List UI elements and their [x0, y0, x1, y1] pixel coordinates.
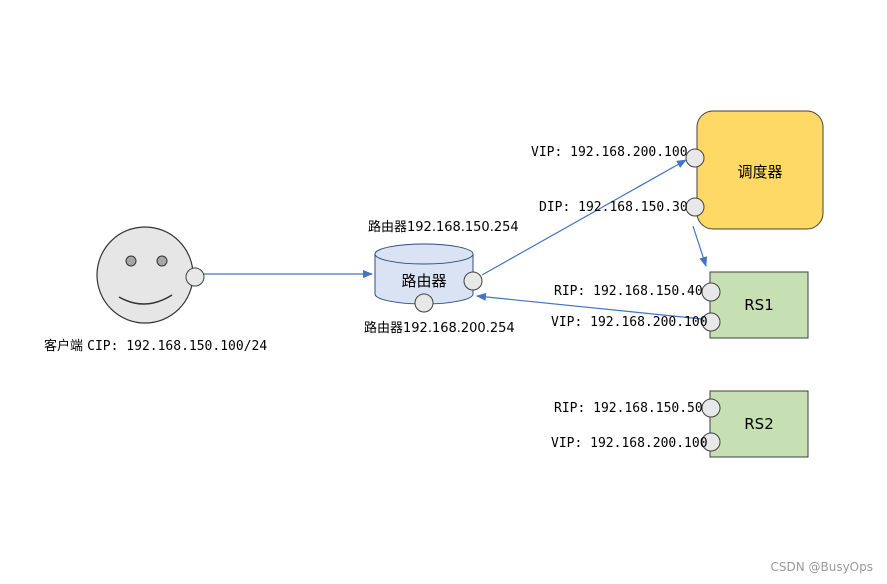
client-smiley-icon — [96, 226, 194, 324]
rs2-box — [709, 390, 809, 458]
router-bottom-port — [414, 293, 434, 313]
scheduler-vip-label: VIP: 192.168.200.100 — [531, 145, 688, 160]
arrow-rs1-to-router — [476, 292, 703, 320]
router-bottom-label: 路由器192.168.200.254 — [364, 321, 515, 336]
scheduler-vip-port — [685, 148, 705, 168]
router-cylinder — [374, 243, 474, 305]
rs2-vip-port — [701, 432, 721, 452]
router-right-port — [463, 271, 483, 291]
client-port — [185, 267, 205, 287]
rs1-rip-port — [701, 282, 721, 302]
scheduler-name: 调度器 — [737, 163, 783, 181]
arrow-scheduler-to-rs1 — [692, 225, 708, 267]
scheduler-box — [696, 110, 824, 230]
rs2-rip-port — [701, 398, 721, 418]
rs1-vip-port — [701, 312, 721, 332]
rs1-vip-label: VIP: 192.168.200.100 — [551, 315, 708, 330]
rs2-name: RS2 — [744, 415, 774, 433]
client-label: 客户端 CIP: 192.168.150.100/24 — [44, 339, 267, 354]
client-cip: CIP: 192.168.150.100/24 — [87, 339, 268, 354]
router-top-label: 路由器192.168.150.254 — [368, 220, 519, 235]
rs2-vip-label: VIP: 192.168.200.100 — [551, 436, 708, 451]
rs2-rip-label: RIP: 192.168.150.50 — [554, 401, 703, 416]
rs1-box — [709, 271, 809, 339]
watermark: CSDN @BusyOps — [770, 560, 873, 574]
rs1-rip-label: RIP: 192.168.150.40 — [554, 284, 703, 299]
scheduler-dip-port — [685, 197, 705, 217]
scheduler-dip-label: DIP: 192.168.150.30 — [539, 200, 688, 215]
client-name: 客户端 — [44, 339, 84, 354]
arrow-router-to-scheduler — [481, 159, 687, 276]
rs1-name: RS1 — [744, 296, 774, 314]
router-name: 路由器 — [401, 272, 447, 290]
